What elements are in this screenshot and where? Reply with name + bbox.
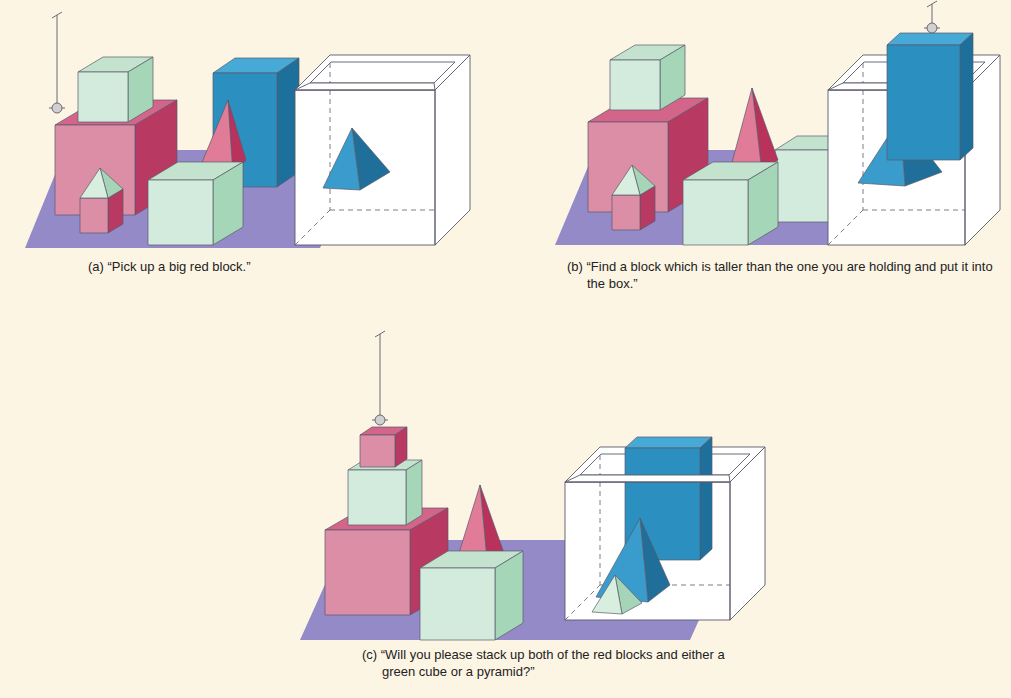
block-front — [420, 568, 495, 640]
panel-caption: (c) “Will you please stack up both of th… — [362, 646, 730, 680]
box-side — [730, 447, 765, 620]
block-side — [406, 460, 422, 525]
pyramid-front — [730, 88, 762, 172]
block-front — [775, 150, 830, 222]
gripper-tick — [927, 1, 937, 7]
block-side — [960, 33, 973, 160]
block-front — [348, 470, 406, 525]
pyramid-front — [323, 128, 360, 190]
gripper-tick — [52, 12, 62, 18]
box-body — [565, 447, 765, 620]
box-body — [295, 55, 470, 245]
block-front — [610, 60, 660, 110]
block-front — [80, 198, 108, 233]
gripper-hand — [52, 103, 62, 113]
block-side — [495, 551, 523, 640]
pyramid-front — [80, 168, 108, 198]
box-rim-front — [565, 475, 730, 482]
box-hidden-edge — [295, 210, 330, 245]
caption-text: (b) “Find a block which is taller than t… — [567, 259, 993, 291]
block-front — [360, 435, 395, 467]
caption-text: (a) “Pick up a big red block.” — [88, 259, 251, 274]
box-side — [435, 55, 470, 245]
caption-text: (c) “Will you please stack up both of th… — [362, 647, 725, 679]
box-hidden-edge — [600, 455, 601, 585]
box-rim-front — [295, 83, 435, 90]
block-front — [78, 72, 128, 122]
box-front — [565, 482, 730, 620]
block-side — [128, 57, 153, 122]
gripper-tick — [375, 331, 385, 337]
block-front — [887, 45, 960, 160]
block-side — [748, 162, 778, 245]
gripper-hand — [375, 415, 385, 425]
block-front — [325, 530, 410, 615]
block-top — [625, 437, 712, 448]
box-hidden-edge — [565, 585, 600, 620]
block-side — [700, 437, 712, 560]
box-hidden-edge — [828, 210, 863, 245]
gripper-cable — [57, 15, 58, 108]
block-front — [148, 180, 213, 245]
block-front — [612, 195, 640, 230]
gripper-hand — [927, 23, 937, 33]
block-side — [395, 427, 407, 467]
panel-caption: (b) “Find a block which is taller than t… — [567, 258, 1005, 292]
pyramid-front — [592, 575, 622, 614]
block-side — [213, 162, 243, 245]
block-top — [887, 33, 973, 45]
pyramid-front — [612, 165, 640, 195]
gripper-cable — [380, 334, 381, 420]
block-side — [660, 45, 685, 110]
panel-caption: (a) “Pick up a big red block.” — [88, 258, 428, 275]
box-front — [295, 90, 435, 245]
block-front — [683, 180, 748, 245]
